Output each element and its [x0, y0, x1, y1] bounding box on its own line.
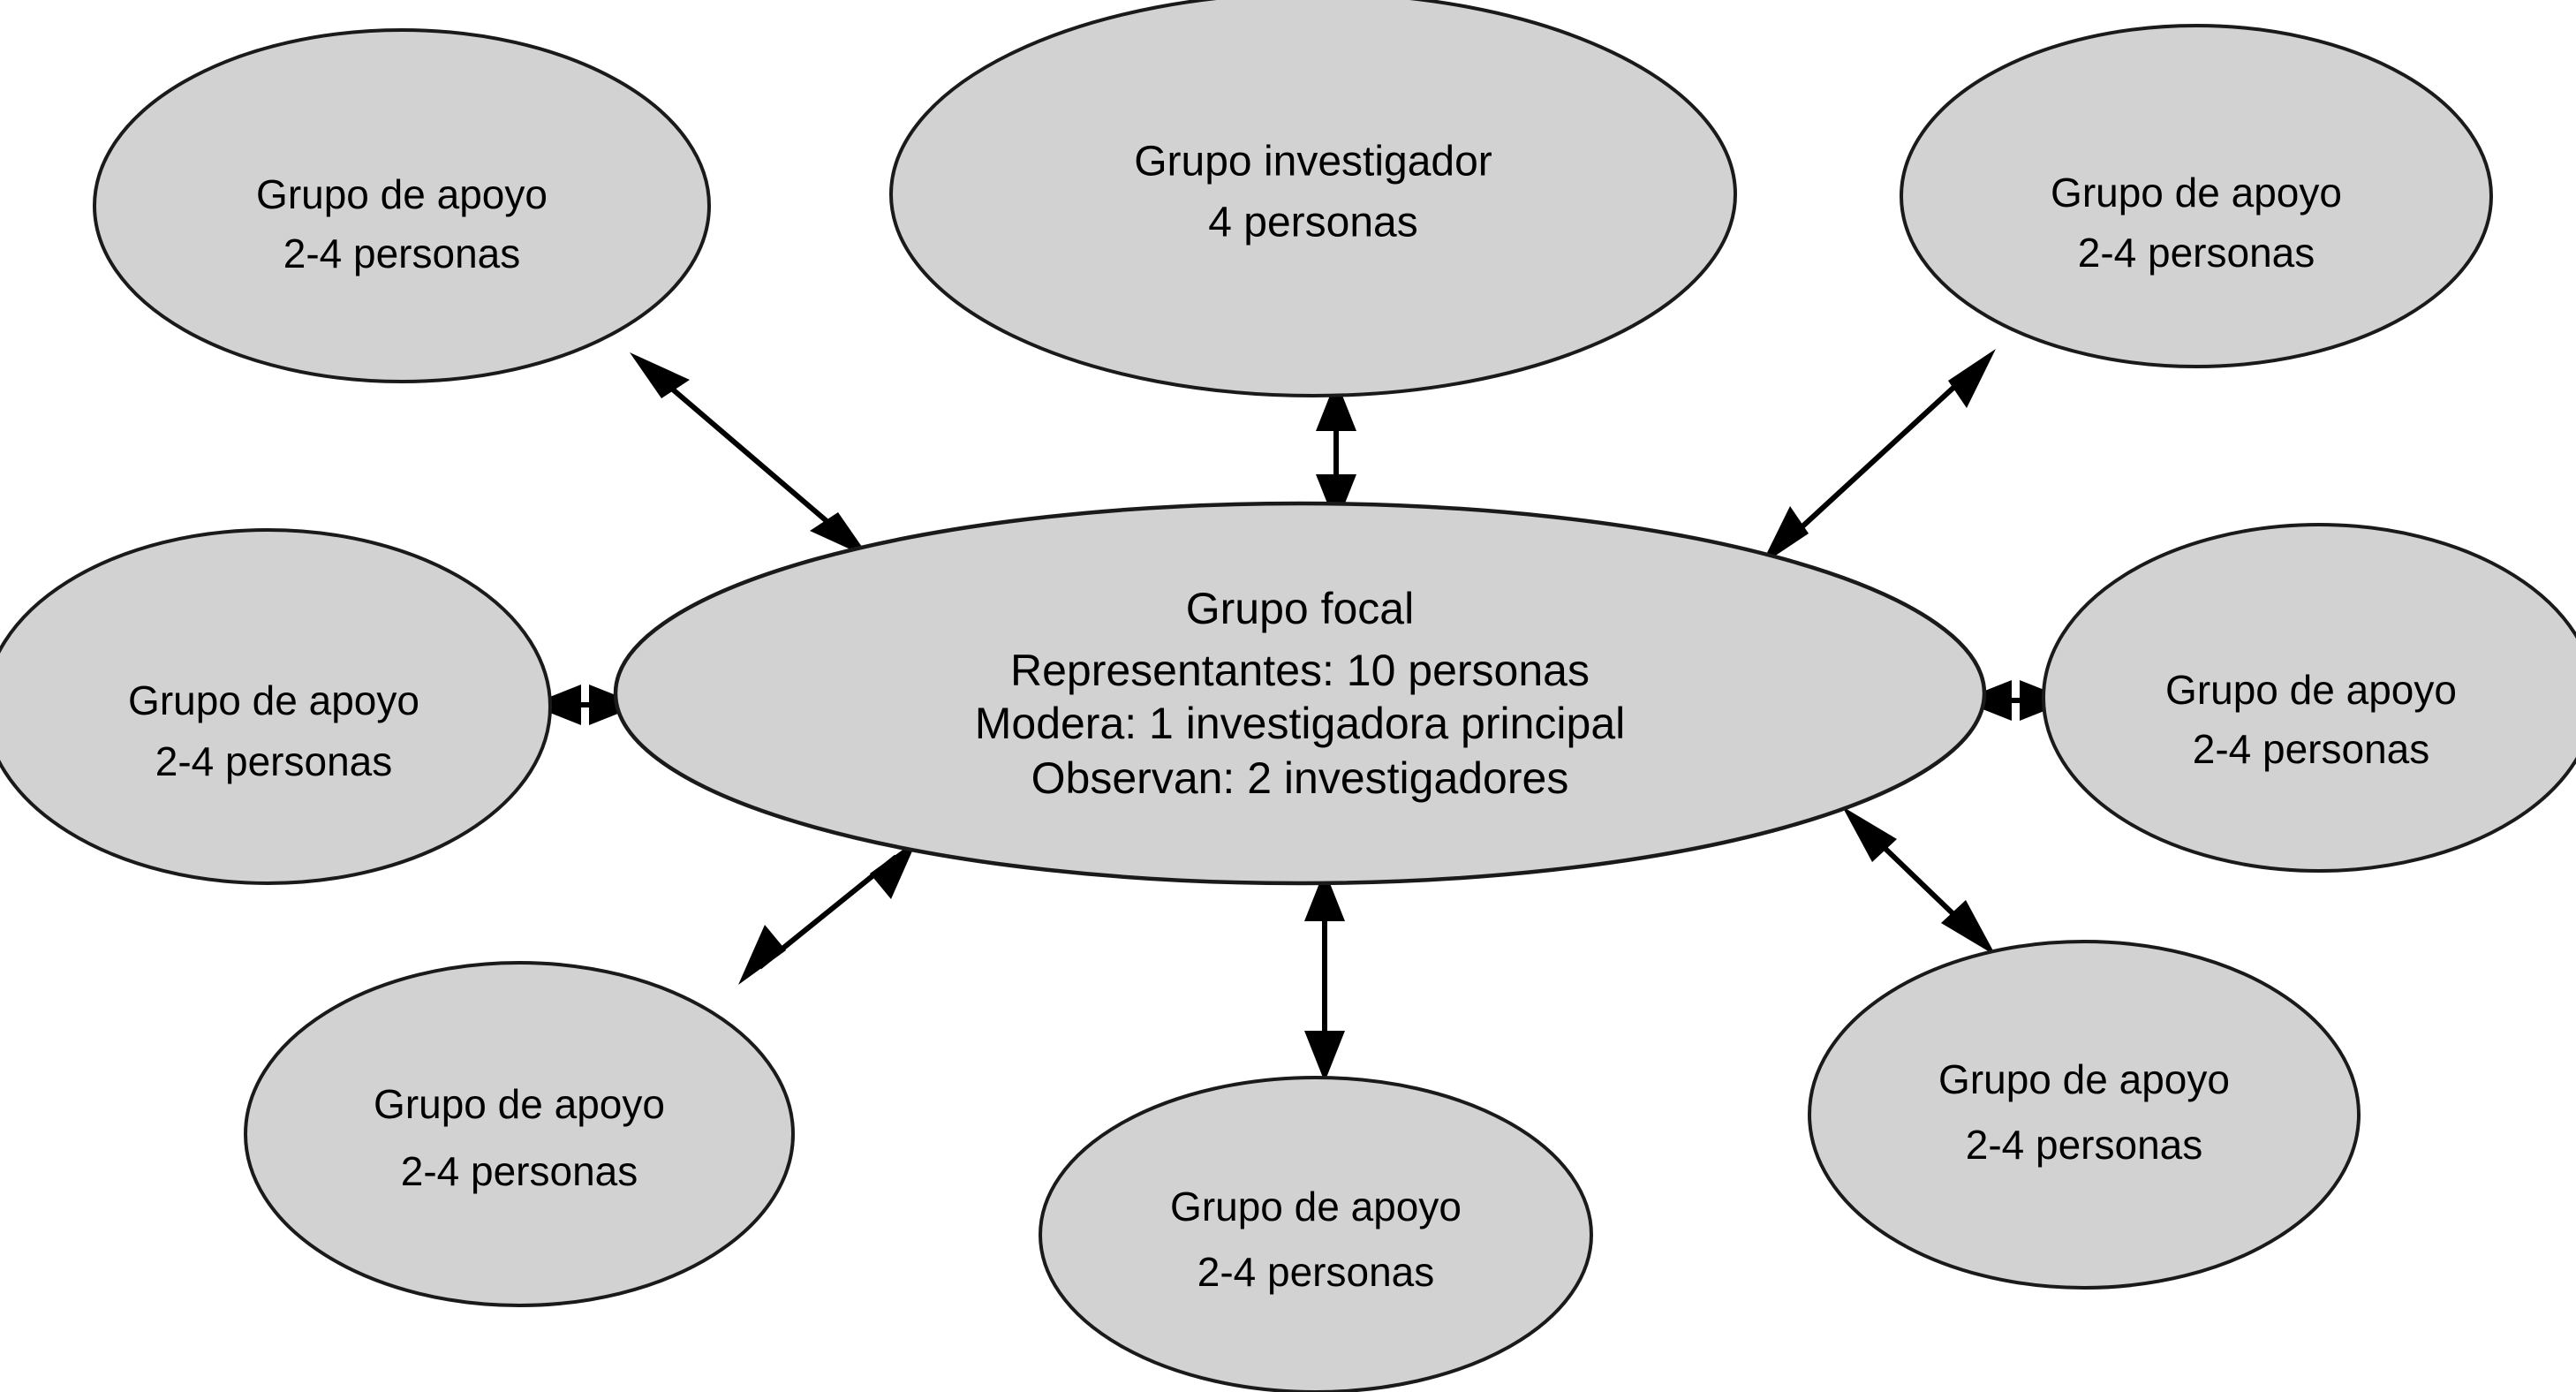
connector-left-focal — [530, 685, 640, 725]
node-grupo-apoyo-bottom-left[interactable]: Grupo de apoyo 2-4 personas — [244, 961, 795, 1307]
node-grupo-apoyo-top-right[interactable]: Grupo de apoyo 2-4 personas — [1900, 24, 2493, 368]
ellipse-shape — [889, 0, 1737, 397]
ellipse-shape — [1039, 1076, 1593, 1392]
node-label-line1: Grupo de apoyo — [256, 171, 548, 217]
node-label-line1: Grupo de apoyo — [2165, 667, 2457, 713]
node-grupo-focal[interactable]: Grupo focal Representantes: 10 personas … — [613, 501, 1987, 886]
connector-bottomcenter-focal — [1304, 870, 1345, 1082]
node-label-line2: 2-4 personas — [283, 231, 521, 276]
node-grupo-apoyo-left[interactable]: Grupo de apoyo 2-4 personas — [0, 528, 552, 885]
focal-label-line1: Grupo focal — [1186, 584, 1414, 633]
node-label-line2: 2-4 personas — [1197, 1249, 1435, 1295]
node-grupo-apoyo-bottom-right[interactable]: Grupo de apoyo 2-4 personas — [1808, 940, 2361, 1290]
node-label-line1: Grupo investigador — [1134, 139, 1492, 185]
node-grupo-investigador[interactable]: Grupo investigador 4 personas — [889, 0, 1737, 397]
connector-bottomleft-focal — [738, 839, 918, 985]
connector-topright-focal — [1761, 349, 1996, 565]
node-grupo-apoyo-right[interactable]: Grupo de apoyo 2-4 personas — [2042, 523, 2576, 873]
node-label-line2: 4 personas — [1208, 200, 1418, 246]
node-label-line1: Grupo de apoyo — [128, 677, 419, 723]
node-label-line2: 2-4 personas — [1966, 1122, 2203, 1168]
focal-label-line4: Observan: 2 investigadores — [1031, 753, 1569, 803]
ellipse-shape — [1900, 24, 2493, 368]
node-label-line1: Grupo de apoyo — [2051, 170, 2342, 216]
connector-bottomright-focal — [1842, 806, 1996, 956]
ellipse-shape — [613, 501, 1987, 886]
connector-investigador-focal — [1316, 380, 1356, 526]
node-grupo-apoyo-bottom-center[interactable]: Grupo de apoyo 2-4 personas — [1039, 1076, 1593, 1392]
connector-topleft-focal — [630, 352, 870, 558]
focal-label-line3: Modera: 1 investigadora principal — [975, 699, 1626, 748]
node-grupo-apoyo-top-left[interactable]: Grupo de apoyo 2-4 personas — [93, 28, 711, 383]
node-label-line2: 2-4 personas — [155, 738, 393, 784]
ellipse-shape — [93, 28, 711, 383]
node-label-line1: Grupo de apoyo — [1170, 1184, 1462, 1229]
ellipse-shape — [2042, 523, 2576, 873]
ellipse-shape — [1808, 940, 2361, 1290]
node-label-line1: Grupo de apoyo — [1938, 1056, 2230, 1102]
node-label-line1: Grupo de apoyo — [374, 1081, 665, 1127]
node-label-line2: 2-4 personas — [401, 1148, 638, 1194]
node-label-line2: 2-4 personas — [2193, 726, 2430, 772]
focal-label-line2: Representantes: 10 personas — [1010, 646, 1590, 695]
node-label-line2: 2-4 personas — [2078, 230, 2315, 276]
ellipse-shape — [0, 528, 552, 885]
ellipse-shape — [244, 961, 795, 1307]
